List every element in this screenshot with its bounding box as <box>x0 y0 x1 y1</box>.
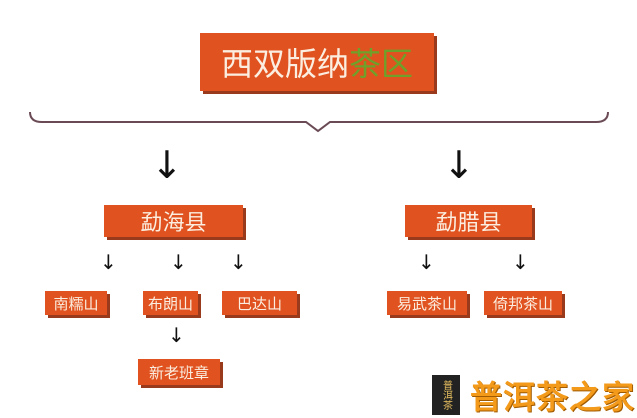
sub-area-box: 新老班章 <box>138 359 220 385</box>
watermark-text: 普洱茶之家 <box>470 378 636 416</box>
mountain-box: 布朗山 <box>143 291 198 315</box>
bracket-line <box>29 111 609 133</box>
watermark-logo-icon: 普洱茶 <box>432 375 460 415</box>
arrow-down-icon: ↓ <box>230 250 247 274</box>
watermark: 普洱茶 普洱茶之家 <box>432 372 635 418</box>
mountain-box: 倚邦茶山 <box>484 291 562 315</box>
title-main: 西双版纳 <box>220 45 349 83</box>
arrow-down-icon: ↓ <box>168 323 185 347</box>
title-box: 西双版纳茶区 <box>200 33 434 91</box>
mountain-box: 易武茶山 <box>387 291 467 315</box>
arrow-down-icon: ↓ <box>170 250 187 274</box>
mountain-box: 南糯山 <box>45 291 107 315</box>
arrow-down-icon: ↓ <box>100 250 117 274</box>
county-menghai: 勐海县 <box>104 205 243 237</box>
arrow-down-icon: ↓ <box>151 143 183 187</box>
title-accent: 茶区 <box>349 45 414 83</box>
mountain-box: 巴达山 <box>222 291 297 315</box>
arrow-down-icon: ↓ <box>512 250 529 274</box>
arrow-down-icon: ↓ <box>443 143 475 187</box>
county-mengla: 勐腊县 <box>405 205 532 237</box>
arrow-down-icon: ↓ <box>418 250 435 274</box>
